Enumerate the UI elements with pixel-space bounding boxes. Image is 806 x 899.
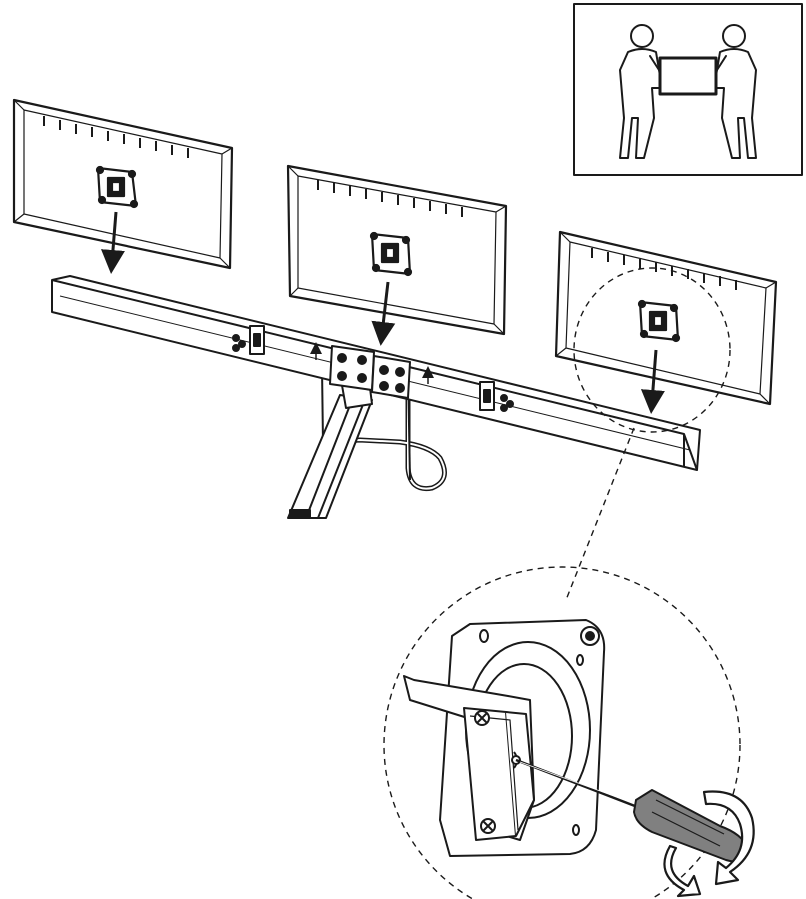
crossbar-icon (51, 275, 701, 471)
monitor-center-icon (286, 164, 508, 336)
vesa-plate-icon (95, 165, 139, 209)
down-arrow-icon (371, 281, 396, 346)
down-arrow-icon (640, 349, 665, 414)
detail-zoom-view (403, 619, 606, 857)
detail-magnifier-icon (383, 267, 741, 899)
monitor-right-icon (554, 230, 778, 406)
vesa-plate-icon (369, 231, 413, 277)
rotate-arrow-icon (663, 790, 755, 898)
desk-mount-arm-icon (287, 367, 447, 519)
two-person-lift-icon (573, 3, 803, 176)
down-arrow-icon (100, 211, 125, 274)
monitor-left-icon (12, 98, 234, 270)
vesa-plate-icon (637, 299, 681, 343)
